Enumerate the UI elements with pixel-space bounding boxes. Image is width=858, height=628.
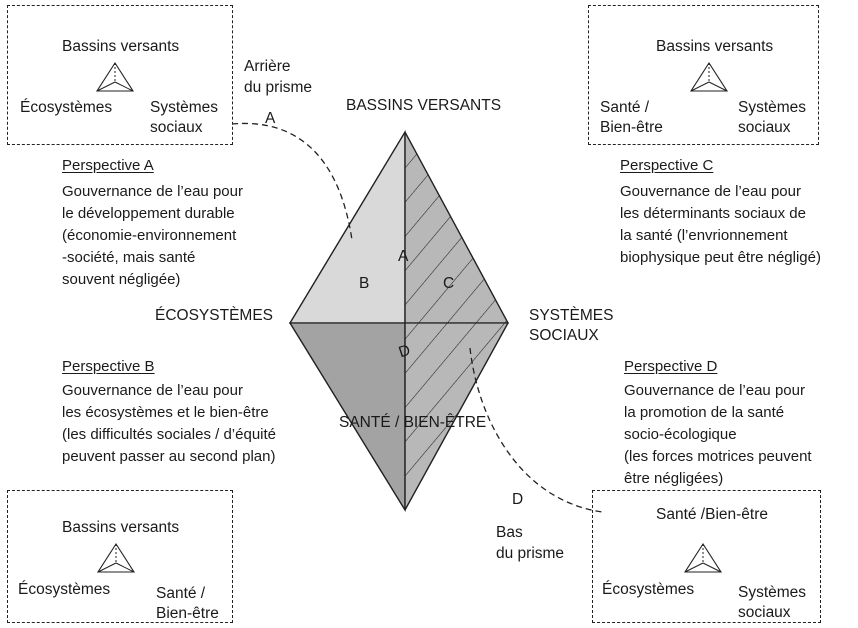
box-top-left-left: Écosystèmes (20, 99, 113, 116)
perspective-a-line: -société, mais santé (62, 249, 196, 266)
prism-right-label-2: SOCIAUX (529, 327, 599, 344)
box-top-right-right-2: sociaux (738, 119, 791, 136)
box-bottom-left-right-2: Bien-être (156, 605, 219, 622)
perspective-a-line: le développement durable (62, 205, 235, 222)
back-pointer-line-1: Arrière (244, 58, 291, 75)
perspective-d-line: socio-écologique (624, 426, 737, 443)
perspective-b-title: Perspective B (62, 358, 155, 375)
triangle-icon (95, 61, 135, 92)
triangle-icon (96, 542, 136, 573)
box-bottom-left-left: Écosystèmes (18, 581, 111, 598)
perspective-b-line: les écosystèmes et le bien-être (62, 404, 269, 421)
perspective-c-block: Perspective C Gouvernance de l’eau pour … (620, 155, 821, 269)
box-top-left-right-2: sociaux (150, 119, 203, 136)
box-bottom-left (7, 490, 233, 623)
prism-right-label-1: SYSTÈMES (529, 307, 614, 324)
perspective-c-line: les déterminants sociaux de (620, 205, 806, 222)
perspective-d-title: Perspective D (624, 358, 718, 375)
perspective-d-line: Gouvernance de l’eau pour (624, 382, 805, 399)
perspective-d-line: être négligées) (624, 470, 724, 487)
box-bottom-left-top: Bassins versants (62, 519, 180, 536)
perspective-c-line: Gouvernance de l’eau pour (620, 183, 801, 200)
perspective-c-line: biophysique peut être négligé) (620, 249, 821, 266)
box-bottom-right-left: Écosystèmes (602, 581, 695, 598)
box-top-right-left-1: Santé / (600, 99, 650, 116)
prism-face-b-label: B (359, 275, 370, 292)
box-bottom-right-top: Santé /Bien-être (656, 506, 769, 523)
perspective-b-line: peuvent passer au second plan) (62, 448, 276, 465)
perspective-d-block: Perspective D Gouvernance de l’eau pour … (624, 356, 812, 490)
box-bottom-right-right-2: sociaux (738, 604, 791, 621)
perspective-a-title: Perspective A (62, 157, 154, 174)
pointer-curve-a (231, 122, 353, 241)
box-top-left-right-1: Systèmes (150, 99, 219, 116)
perspective-b-line: (les difficultés sociales / d’équité (62, 426, 276, 443)
pointer-curve-d (469, 347, 603, 513)
perspective-a-line: Gouvernance de l’eau pour (62, 183, 243, 200)
perspective-b-block: Perspective B Gouvernance de l’eau pour … (62, 356, 276, 468)
triangle-icon (683, 542, 723, 573)
bottom-pointer-line-1: Bas (496, 524, 523, 541)
perspective-a-line: souvent négligée) (62, 271, 181, 288)
perspective-a-line: (économie-environnement (62, 227, 237, 244)
box-top-right-left-2: Bien-être (600, 119, 663, 136)
box-bottom-left-right-1: Santé / (156, 585, 206, 602)
bottom-pointer-line-2: du prisme (496, 545, 565, 562)
box-top-right-top: Bassins versants (656, 38, 774, 55)
perspective-c-title: Perspective C (620, 157, 714, 174)
box-top-right-right-1: Systèmes (738, 99, 807, 116)
triangle-icon (689, 61, 729, 92)
back-pointer-letter: A (265, 110, 276, 127)
bottom-pointer-letter: D (512, 491, 524, 508)
box-top-right (588, 5, 819, 145)
perspective-c-line: la santé (l’envrionnement (620, 227, 788, 244)
box-top-left (7, 5, 233, 145)
back-pointer-line-2: du prisme (244, 79, 313, 96)
prism-left-label: ÉCOSYSTÈMES (155, 307, 273, 324)
box-top-left-top: Bassins versants (62, 38, 180, 55)
perspective-d-line: la promotion de la santé (624, 404, 785, 421)
perspective-b-line: Gouvernance de l’eau pour (62, 382, 243, 399)
box-bottom-right-right-1: Systèmes (738, 584, 807, 601)
perspective-d-line: (les forces motrices peuvent (624, 448, 812, 465)
prism-face-a-label: A (398, 248, 409, 265)
perspective-a-block: Perspective A Gouvernance de l’eau pour … (62, 155, 243, 291)
prism-top-label: BASSINS VERSANTS (346, 97, 502, 114)
prism-bottom-label: SANTÉ / BIEN-ÊTRE (339, 414, 487, 431)
prism-face-c-label: C (443, 275, 455, 292)
box-bottom-right (592, 490, 821, 623)
